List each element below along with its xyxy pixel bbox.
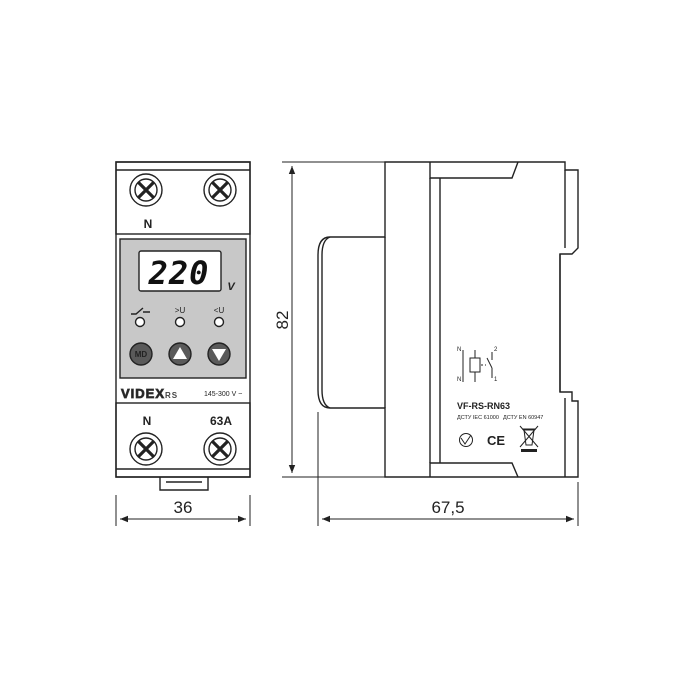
depth-dimension: 67,5	[431, 498, 464, 517]
schematic-label-n-top: N	[457, 347, 461, 353]
side-bottom-step	[429, 462, 519, 478]
screw-icon	[203, 173, 237, 207]
indicator-led-undervoltage	[213, 316, 225, 328]
brand-logo: VIDEXRS	[121, 386, 178, 401]
indicator-led-overvoltage	[174, 316, 186, 328]
bottom-terminal-right-label: 63A	[210, 414, 232, 428]
height-dimension: 82	[273, 311, 292, 330]
relay-schematic	[462, 350, 493, 382]
standard-label-1: ДСТУ IEC 61000	[457, 415, 499, 421]
screw-icon	[129, 432, 163, 466]
schematic-label-1: 1	[494, 377, 498, 383]
side-top-step	[429, 161, 519, 179]
brand-suffix: RS	[165, 391, 178, 400]
model-label: VF-RS-RN63	[457, 401, 510, 411]
lcd-window	[138, 250, 222, 292]
screw-icon	[203, 432, 237, 466]
indicator-led-relay	[134, 316, 146, 328]
relay-switch-icon	[131, 307, 150, 315]
front-width-dimension: 36	[174, 498, 193, 517]
dimension-lines	[115, 161, 579, 526]
ukr-conformity-icon	[459, 433, 473, 447]
indicator-label-under: <U	[214, 306, 225, 315]
side-view	[317, 161, 579, 478]
svg-text:CE: CE	[487, 433, 505, 448]
voltage-range: 145-300 V ~	[204, 391, 242, 398]
indicator-label-over: >U	[175, 306, 186, 315]
triangle-down-icon	[212, 349, 226, 361]
weee-bin-icon	[519, 425, 539, 452]
display-value: 220	[148, 254, 210, 292]
top-terminal-label: N	[144, 217, 153, 231]
triangle-up-icon	[173, 347, 187, 359]
md-button[interactable]	[129, 342, 153, 366]
schematic-label-n-bottom: N	[457, 377, 461, 383]
display-unit: V	[227, 281, 236, 293]
ce-mark-icon: CE	[487, 433, 505, 448]
md-button-label: MD	[135, 350, 148, 359]
din-clip	[159, 477, 209, 491]
top-terminal-block	[115, 161, 251, 235]
standard-label-2: ДСТУ EN 60947	[503, 415, 543, 421]
screw-icon	[129, 173, 163, 207]
bottom-terminal-left-label: N	[143, 414, 152, 428]
side-body-outline	[317, 161, 579, 478]
front-view	[115, 161, 251, 491]
bottom-terminal-block	[115, 402, 251, 478]
schematic-label-2: 2	[494, 347, 498, 353]
